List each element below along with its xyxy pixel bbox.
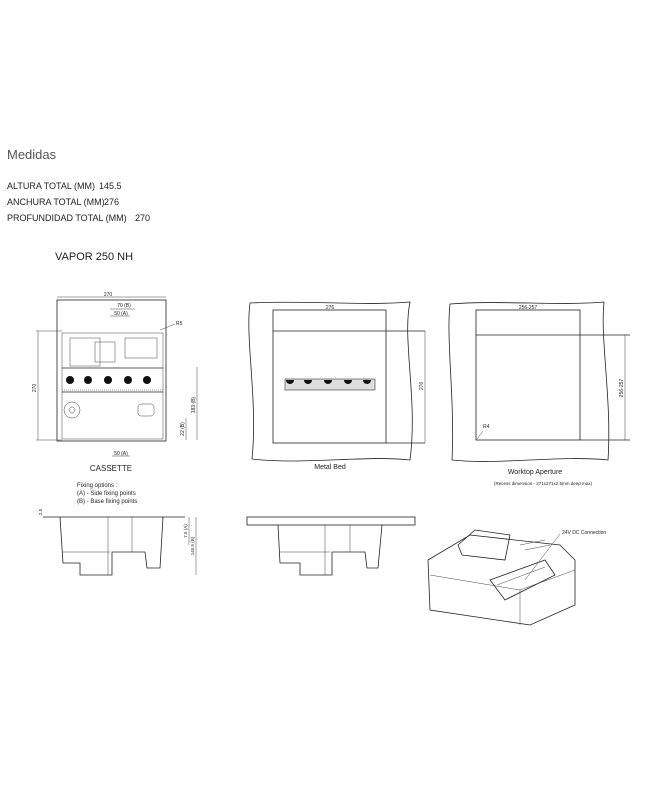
cassette-label: CASSETTE (90, 464, 132, 473)
spec-label: ALTURA TOTAL (MM) (7, 181, 96, 191)
spec-row-depth: PROFUNDIDAD TOTAL (MM) 270 (7, 213, 150, 223)
cassette-side-view: Fixing options : (A) - Side fixing point… (38, 483, 197, 576)
svg-text:50 (A): 50 (A) (114, 311, 128, 317)
svg-text:276: 276 (419, 382, 425, 391)
worktop-note: (Recess dimension - 271x271x2.5mm deep m… (494, 481, 593, 486)
svg-text:R4: R4 (483, 424, 490, 430)
isometric-view: 24V DC Connection (427, 529, 606, 626)
svg-text:R5: R5 (176, 321, 183, 327)
svg-text:145.5 (B): 145.5 (B) (190, 536, 195, 555)
spec-value: 145.5 (99, 181, 122, 191)
metal-bed-view: 276 276 Metal Bed (248, 301, 426, 471)
spec-value: 270 (135, 213, 151, 223)
installed-side-view (246, 516, 416, 576)
worktop-aperture-view: 256-257 256-257 R4 Worktop Aperture (Rec… (448, 301, 630, 486)
spec-row-width: ANCHURA TOTAL (MM)276 (7, 197, 119, 207)
svg-text:7.5 (A): 7.5 (A) (183, 524, 188, 538)
svg-text:22 (B): 22 (B) (180, 422, 186, 436)
spec-row-height: ALTURA TOTAL (MM)145.5 (7, 181, 122, 191)
spec-label: ANCHURA TOTAL (MM) (7, 197, 105, 207)
svg-text:70 (B): 70 (B) (117, 303, 131, 309)
dc-connection-label: 24V DC Connection (562, 530, 606, 536)
spec-label: PROFUNDIDAD TOTAL (MM) (7, 213, 127, 223)
svg-text:(A) - Side fixing points: (A) - Side fixing points (77, 491, 136, 497)
svg-text:276: 276 (326, 305, 335, 311)
svg-text:183 (B): 183 (B) (191, 396, 197, 413)
svg-text:270: 270 (104, 292, 113, 298)
spec-value: 276 (104, 197, 120, 207)
cassette-top-view: 270 270 70 (B) 50 (A) R5 183 (B) 22 (B) … (32, 292, 198, 473)
svg-text:Fixing options :: Fixing options : (77, 483, 118, 489)
worktop-label: Worktop Aperture (508, 469, 562, 476)
svg-text:256-257: 256-257 (519, 305, 538, 311)
model-name: VAPOR 250 NH (55, 251, 134, 263)
svg-text:(B) - Base fixing points: (B) - Base fixing points (77, 499, 137, 505)
metal-bed-label: Metal Bed (314, 464, 346, 471)
section-title: Medidas (7, 147, 57, 162)
svg-text:2.5: 2.5 (38, 508, 43, 515)
svg-text:270: 270 (32, 384, 38, 393)
svg-text:50 (A): 50 (A) (114, 451, 128, 457)
svg-text:256-257: 256-257 (619, 379, 625, 398)
